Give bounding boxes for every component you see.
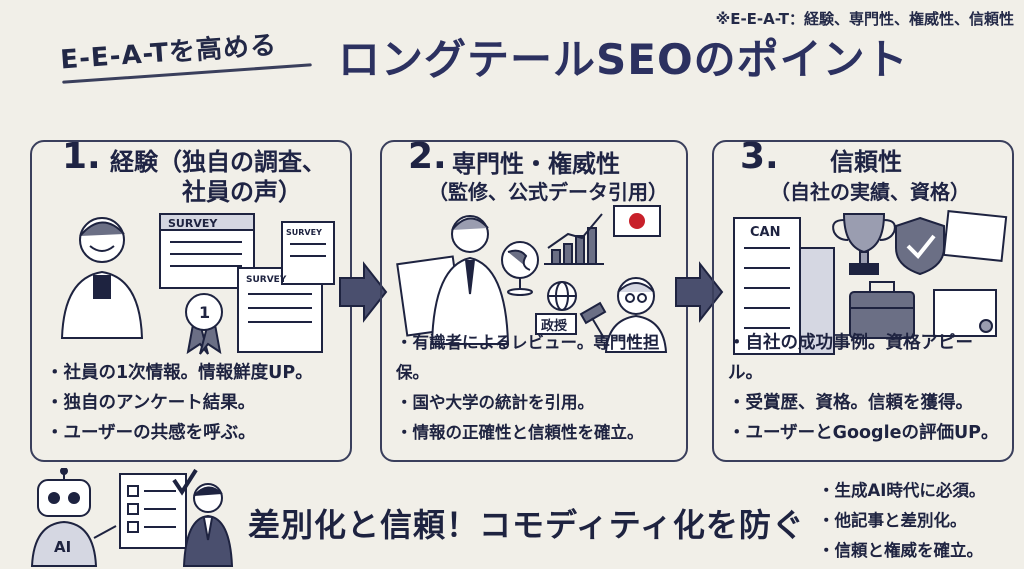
list-item: 国や大学の統計を引用。 — [396, 388, 680, 418]
expertise-bullets: 有識者によるレビュー。専門性担保。 国や大学の統計を引用。 情報の正確性と信頼性… — [396, 328, 680, 448]
list-item: 社員の1次情報。情報鮮度UP。 — [46, 358, 344, 388]
panel-heading: 経験（独自の調査、 — [110, 148, 326, 176]
panel-heading: 専門性・権威性 — [452, 150, 620, 178]
globe-icon — [501, 241, 539, 296]
checklist-icon — [119, 468, 198, 549]
businessman-icon — [182, 483, 234, 567]
bottom-bullets: 生成AI時代に必須。 他記事と差別化。 信頼と権威を確立。 — [818, 476, 986, 566]
bottom-title: 差別化と信頼！コモディティ化を防ぐ — [248, 506, 805, 544]
shield-check-icon — [895, 216, 945, 276]
page-title: ロングテールSEOのポイント — [338, 35, 909, 84]
robot-icon — [30, 468, 117, 567]
eeat-note: ※E-E-A-T：経験、専門性、権威性、信頼性 — [715, 10, 1014, 28]
medal-label: 1 — [199, 303, 210, 322]
survey-illustration: SURVEY SURVEY SURVEY 1 — [60, 213, 335, 355]
panel-subheading: （監修、公式データ引用） — [428, 180, 668, 204]
growth-chart-icon — [544, 213, 604, 265]
arrow-right-icon — [675, 261, 724, 323]
survey-label: SURVEY — [286, 228, 322, 237]
panel-number: 1. — [62, 136, 101, 177]
robot-label: AI — [54, 538, 71, 556]
list-item: ユーザーの共感を呼ぶ。 — [46, 418, 344, 448]
trophy-icon — [832, 213, 896, 275]
trust-bullets: 自社の成功事例。資格アピール。 受賞歴、資格。信頼を獲得。 ユーザーとGoogl… — [728, 328, 1006, 448]
panel-number: 2. — [408, 136, 447, 177]
list-item: 自社の成功事例。資格アピール。 — [728, 328, 1006, 388]
panel-expertise: 2. 専門性・権威性 （監修、公式データ引用） — [380, 136, 688, 462]
list-item: 情報の正確性と信頼性を確立。 — [396, 418, 680, 448]
survey-label: SURVEY — [246, 275, 287, 285]
panel-trust: 3. 信頼性 （自社の実績、資格） CAN — [712, 136, 1014, 462]
survey-label: SURVEY — [168, 217, 218, 230]
panel-experience: 1. 経験（独自の調査、 社員の声） SURVEY SURVEY SURVEY — [30, 136, 352, 462]
person-icon — [60, 217, 144, 339]
list-item: 受賞歴、資格。信頼を獲得。 — [728, 388, 1006, 418]
list-item: 他記事と差別化。 — [818, 506, 985, 536]
list-item: 独自のアンケート結果。 — [46, 388, 344, 418]
panel-number: 3. — [740, 136, 779, 177]
panel-heading: 信頼性 — [830, 148, 902, 176]
list-item: 生成AI時代に必須。 — [818, 476, 986, 506]
list-item: ユーザーとGoogleの評価UP。 — [728, 418, 1006, 448]
medal-icon — [185, 293, 223, 355]
japan-flag-icon — [613, 205, 661, 237]
arrow-right-icon — [339, 261, 388, 323]
list-item: 有識者によるレビュー。専門性担保。 — [396, 328, 680, 388]
doctor-icon — [430, 215, 510, 345]
building-label: CAN — [750, 225, 780, 240]
list-item: 信頼と権威を確立。 — [818, 536, 985, 566]
survey-sheet-icon — [159, 213, 335, 353]
ai-robot-illustration: AI — [30, 468, 234, 567]
experience-bullets: 社員の1次情報。情報鮮度UP。 独自のアンケート結果。 ユーザーの共感を呼ぶ。 — [46, 358, 344, 448]
panel-subheading: （自社の実績、資格） — [770, 180, 970, 204]
panel-subheading: 社員の声） — [182, 178, 302, 206]
world-icon — [547, 281, 577, 311]
